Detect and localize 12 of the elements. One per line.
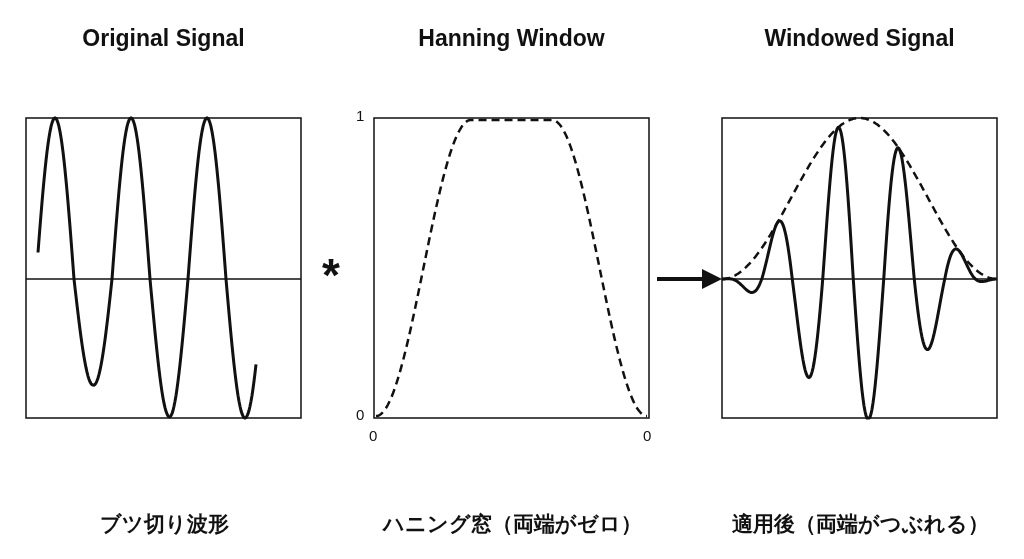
axis-tick-label: 1 (356, 108, 365, 123)
multiply-sign: * (322, 252, 340, 298)
axis-tick-label: 0 (356, 407, 365, 422)
panel-title: Original Signal (81, 25, 246, 52)
panel-title: Hanning Window (417, 25, 606, 52)
panel-title: 適用後（両端がつぶれる） (730, 511, 990, 538)
axis-tick-label: 0 (369, 428, 378, 443)
panel-title: Windowed Signal (763, 25, 956, 52)
arrow (657, 269, 722, 289)
panel-title: ブツ切り波形 (98, 511, 230, 538)
axis-tick-label: 0 (643, 428, 652, 443)
panel-title: ハニング窓（両端がゼロ） (381, 511, 643, 538)
